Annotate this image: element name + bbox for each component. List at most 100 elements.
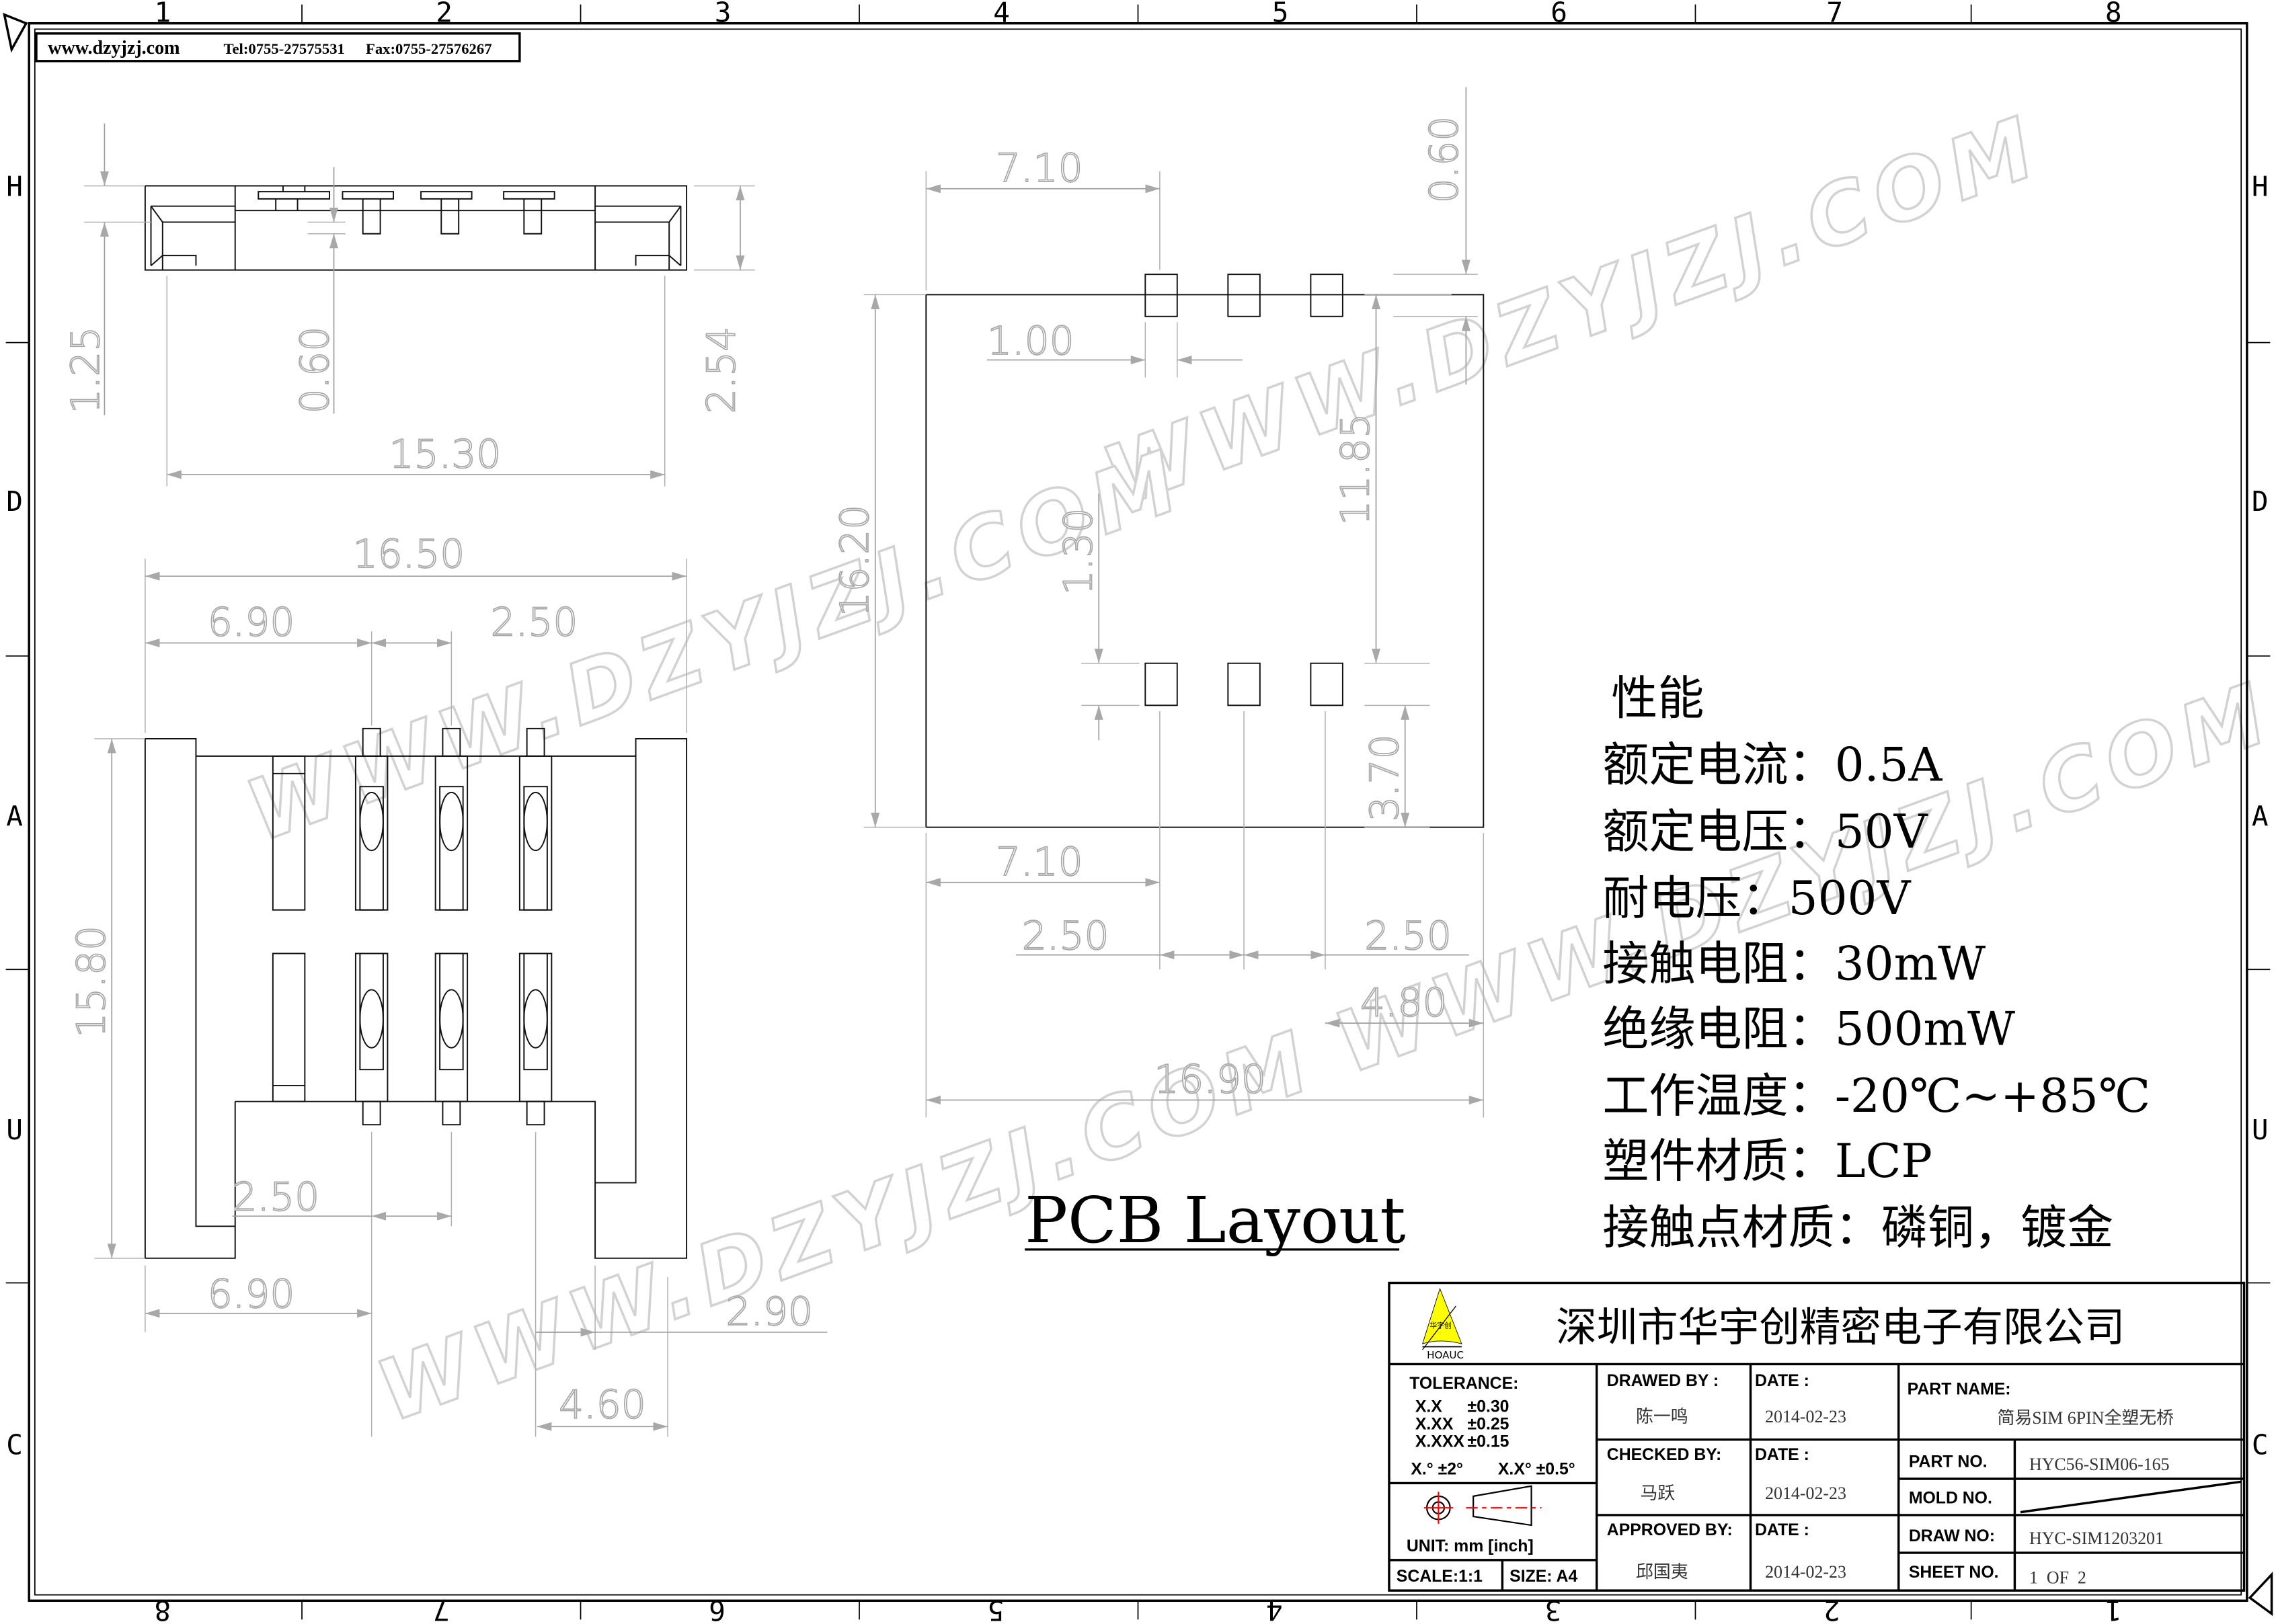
dimension-label: 1.30 <box>1055 508 1101 596</box>
part-name-value: 简易SIM 6PIN全塑无桥 <box>1998 1408 2174 1428</box>
top-view: 1.25 0.60 2.54 15.30 <box>62 123 755 487</box>
checked-by-value: 马跃 <box>1640 1484 1675 1503</box>
column-label: 6 <box>709 1594 725 1624</box>
tolerance-value: ±0.30 <box>1468 1398 1509 1416</box>
tel-text: Tel:0755-27575531 <box>223 40 344 57</box>
dimension-label: 11.85 <box>1333 413 1378 526</box>
row-label: H <box>2252 171 2269 203</box>
specs-heading: 性能 <box>1611 672 1704 725</box>
title-block: 华宇创 HOAUC 深圳市华宇创精密电子有限公司 TOLERANCE: X.X … <box>1388 1281 2246 1592</box>
column-label: 2 <box>1823 1594 1840 1624</box>
dimension-label: 15.80 <box>68 926 114 1038</box>
date-label: DATE : <box>1755 1446 1809 1464</box>
website-link[interactable]: www.dzyjzj.com <box>48 38 180 58</box>
watermark: WWW.DZYJZJ.COM <box>1091 96 2055 527</box>
date-value: 2014-02-23 <box>1765 1562 1846 1582</box>
dimension-label: 16.20 <box>832 505 877 617</box>
dimension-label: 4.60 <box>559 1381 646 1427</box>
pcb-layout-title: PCB Layout <box>1025 1184 1405 1258</box>
row-label: A <box>6 801 23 833</box>
spec-line: 绝缘电阻：500mW <box>1602 1002 2015 1056</box>
pad <box>1310 274 1343 317</box>
company-logo: 华宇创 HOAUC <box>1421 1287 1464 1361</box>
orientation-mark-icon <box>3 12 28 53</box>
dimension-label: 1.00 <box>987 318 1074 364</box>
dimension-label: 15.30 <box>389 431 502 477</box>
projection-symbol-icon <box>1423 1485 1542 1527</box>
logo-en: HOAUC <box>1427 1349 1464 1361</box>
date-value: 2014-02-23 <box>1765 1407 1846 1426</box>
pad <box>1227 662 1261 706</box>
dimension-label: 1.25 <box>63 327 108 414</box>
contact-column <box>354 727 553 1126</box>
size-label: SIZE: A4 <box>1509 1568 1577 1586</box>
row-label: A <box>2252 801 2269 833</box>
column-label: 3 <box>715 0 732 29</box>
performance-specs: 性能 额定电流：0.5A 额定电压：50V 耐电压：500V 接触电阻：30mW… <box>1602 672 2150 1255</box>
column-label: 1 <box>2105 1594 2122 1624</box>
tolerance-format: X.X <box>1415 1398 1442 1416</box>
dimension-label: 2.50 <box>491 600 578 645</box>
drawed-by-value: 陈一鸣 <box>1636 1407 1688 1426</box>
tolerance-label: TOLERANCE: <box>1409 1375 1518 1393</box>
spec-line: 接触电阻：30mW <box>1602 937 1986 991</box>
column-label: 4 <box>1266 1594 1283 1624</box>
watermark: WWW.DZYJZJ.COM <box>235 430 1198 861</box>
draw-no-label: DRAW NO: <box>1909 1527 1995 1545</box>
column-label: 6 <box>1551 0 1567 29</box>
column-label: 2 <box>436 0 453 29</box>
pad <box>1310 662 1343 706</box>
dimension-label: 2.90 <box>725 1289 813 1334</box>
spec-line: 接触点材质：磷铜，镀金 <box>1602 1201 2113 1255</box>
tolerance-value: ±0.15 <box>1468 1432 1509 1451</box>
draw-no-value: HYC-SIM1203201 <box>2029 1529 2164 1548</box>
dimension-label: 2.50 <box>232 1174 319 1220</box>
angle-tolerance: X.° ±2° <box>1411 1460 1463 1478</box>
column-label: 5 <box>1272 0 1289 29</box>
angle-tolerance: X.X° ±0.5° <box>1498 1460 1575 1478</box>
row-label: H <box>6 171 23 203</box>
row-label: U <box>2252 1114 2269 1146</box>
spec-line: 塑件材质：LCP <box>1602 1135 1932 1188</box>
part-no-value: HYC56-SIM06-165 <box>2029 1455 2170 1474</box>
dimension-label: 0.60 <box>292 327 338 414</box>
spec-line: 额定电压：50V <box>1602 805 1928 859</box>
dimension-label: 2.50 <box>1022 913 1109 959</box>
pad <box>1144 662 1178 706</box>
dimension-label: 16.90 <box>1154 1057 1266 1102</box>
fax-text: Fax:0755-27576267 <box>366 40 492 57</box>
pad <box>1144 274 1178 317</box>
dimension-label: 7.10 <box>996 145 1083 191</box>
column-label: 8 <box>2105 0 2122 29</box>
column-label: 8 <box>154 1594 171 1624</box>
dimension-label: 2.54 <box>698 327 744 414</box>
row-label: C <box>6 1428 23 1461</box>
dimension-label: 0.60 <box>1421 116 1466 204</box>
company-name: 深圳市华宇创精密电子有限公司 <box>1556 1304 2125 1351</box>
row-label: D <box>6 485 23 518</box>
approved-by-label: APPROVED BY: <box>1607 1521 1733 1539</box>
part-no-label: PART NO. <box>1909 1453 1988 1471</box>
dimension-label: 4.80 <box>1360 979 1448 1025</box>
tolerance-format: X.XXX <box>1415 1432 1465 1451</box>
spec-line: 工作温度：-20℃~+85℃ <box>1602 1069 2150 1123</box>
checked-by-label: CHECKED BY: <box>1607 1446 1721 1464</box>
orientation-mark-icon <box>2248 1572 2273 1617</box>
tolerance-value: ±0.25 <box>1468 1416 1509 1434</box>
row-label: C <box>2252 1428 2269 1461</box>
spec-line: 额定电流：0.5A <box>1602 739 1943 793</box>
part-name-label: PART NAME: <box>1908 1381 2011 1399</box>
pad <box>1227 274 1261 317</box>
row-label: D <box>2252 485 2269 518</box>
approved-by-value: 邱国夷 <box>1636 1562 1688 1582</box>
dimension-label: 6.90 <box>208 1271 295 1317</box>
column-label: 7 <box>433 1594 450 1624</box>
dimension-label: 6.90 <box>208 600 295 645</box>
unit-label: UNIT: mm [inch] <box>1407 1537 1534 1555</box>
column-label: 7 <box>1826 0 1843 29</box>
date-value: 2014-02-23 <box>1765 1484 1846 1503</box>
pcb-layout: 7.10 0.60 1.00 16.20 1.30 11.85 3.70 7.1… <box>831 87 1485 1258</box>
tolerance-format: X.XX <box>1415 1416 1454 1434</box>
scale-label: SCALE:1:1 <box>1397 1568 1483 1586</box>
